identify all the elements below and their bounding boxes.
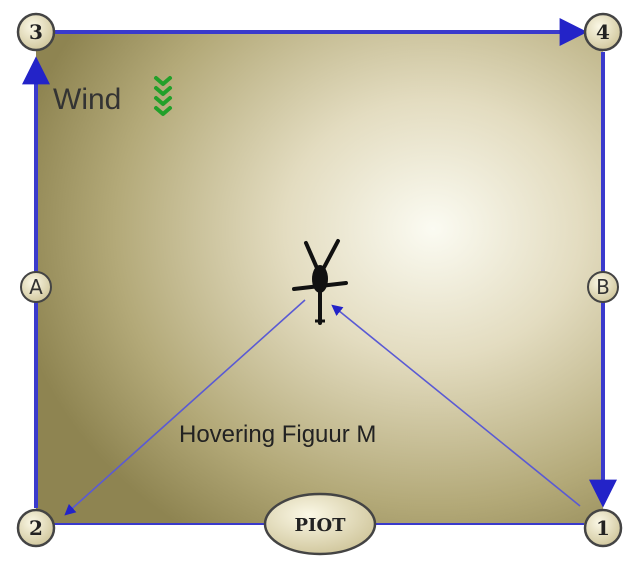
corner-marker-1: 1 <box>583 508 623 548</box>
side-marker-a-label: A <box>29 275 43 299</box>
corner-marker-2: 2 <box>16 508 56 548</box>
wind-label: Wind <box>53 83 121 116</box>
track-diagonal-from-1 <box>331 304 581 507</box>
helicopter-icon <box>292 239 348 325</box>
wind-chevrons-icon <box>154 76 172 116</box>
corner-marker-3: 3 <box>16 12 56 52</box>
corner-marker-4: 4 <box>583 12 623 52</box>
side-marker-a: A <box>20 271 52 303</box>
pilot-marker: PIOT <box>263 492 377 556</box>
side-marker-b-label: B <box>596 275 610 299</box>
corner-marker-2-label: 2 <box>29 516 43 540</box>
figure-caption: Hovering Figuur M <box>179 421 376 448</box>
pilot-label: PIOT <box>294 515 346 536</box>
corner-marker-3-label: 3 <box>29 20 43 44</box>
corner-marker-1-label: 1 <box>596 516 610 540</box>
side-marker-b: B <box>587 271 619 303</box>
corner-marker-4-label: 4 <box>596 20 610 44</box>
track-diagonal-to-2 <box>64 299 306 516</box>
